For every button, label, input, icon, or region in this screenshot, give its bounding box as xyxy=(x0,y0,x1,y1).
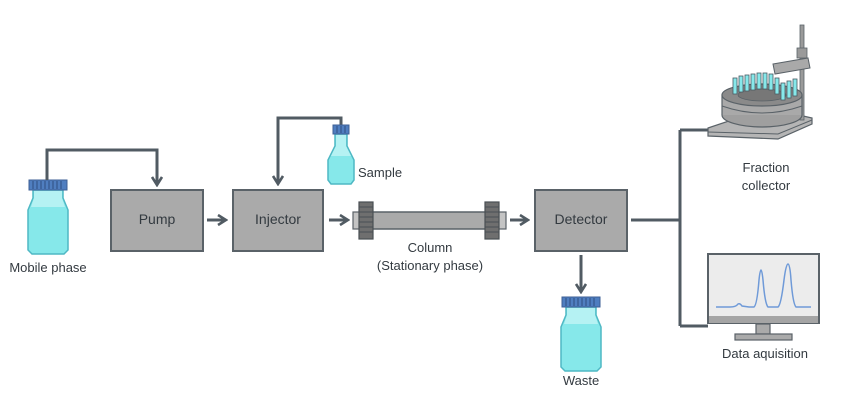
fraction-collector-sublabel: collector xyxy=(742,178,791,193)
mobile-phase-bottle-icon xyxy=(27,179,69,255)
tube-mobile-to-pump xyxy=(45,148,157,185)
detector-box xyxy=(534,189,628,252)
chromatogram-trace xyxy=(716,263,811,308)
sample-vial-icon xyxy=(327,124,355,185)
tube-sample-to-injector xyxy=(278,116,343,184)
column-label: Column xyxy=(408,240,453,255)
sample-label: Sample xyxy=(358,165,402,180)
pump-label: Pump xyxy=(139,211,176,227)
pump-box xyxy=(110,189,204,252)
mobile-phase-label: Mobile phase xyxy=(9,260,86,275)
monitor-icon xyxy=(707,253,820,341)
injector-label: Injector xyxy=(255,211,301,227)
column-sublabel: (Stationary phase) xyxy=(377,258,483,273)
branch-line xyxy=(631,128,708,328)
waste-bottle-icon xyxy=(560,296,602,372)
detector-label: Detector xyxy=(555,211,608,227)
waste-label: Waste xyxy=(563,373,599,388)
column-icon xyxy=(352,201,507,240)
fraction-collector-icon xyxy=(707,24,813,140)
data-acquisition-label: Data aquisition xyxy=(722,346,808,361)
injector-box xyxy=(232,189,324,252)
fraction-collector-label: Fraction xyxy=(743,160,790,175)
